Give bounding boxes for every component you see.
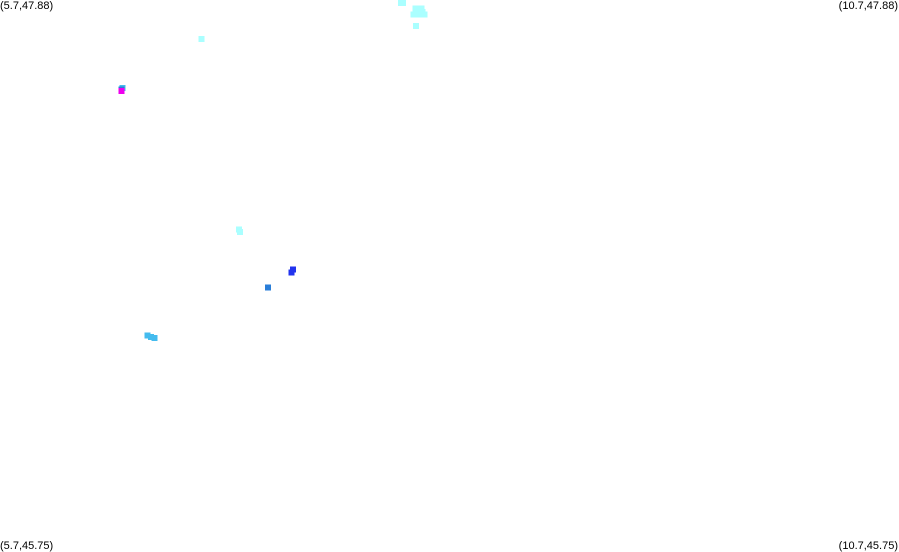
corner-label-top-left: (5.7,47.88)	[0, 0, 54, 12]
corner-label-bottom-left: (5.7,45.75)	[0, 540, 54, 552]
map-point	[264, 284, 271, 291]
map-point	[399, 0, 406, 7]
map-point	[290, 266, 297, 273]
map-point	[413, 22, 420, 29]
map-point	[415, 11, 422, 18]
map-point	[144, 332, 151, 339]
map-point	[421, 11, 428, 18]
map-point	[288, 269, 295, 276]
map-point	[118, 88, 125, 95]
map-point	[151, 334, 158, 341]
map-point	[237, 228, 243, 235]
map-point	[414, 7, 421, 14]
map-point	[418, 5, 425, 12]
map-point	[148, 333, 154, 340]
map-point	[410, 11, 417, 18]
map-point	[198, 35, 205, 42]
corner-label-top-right: (10.7,47.88)	[838, 0, 898, 12]
corner-label-bottom-right: (10.7,45.75)	[838, 540, 898, 552]
